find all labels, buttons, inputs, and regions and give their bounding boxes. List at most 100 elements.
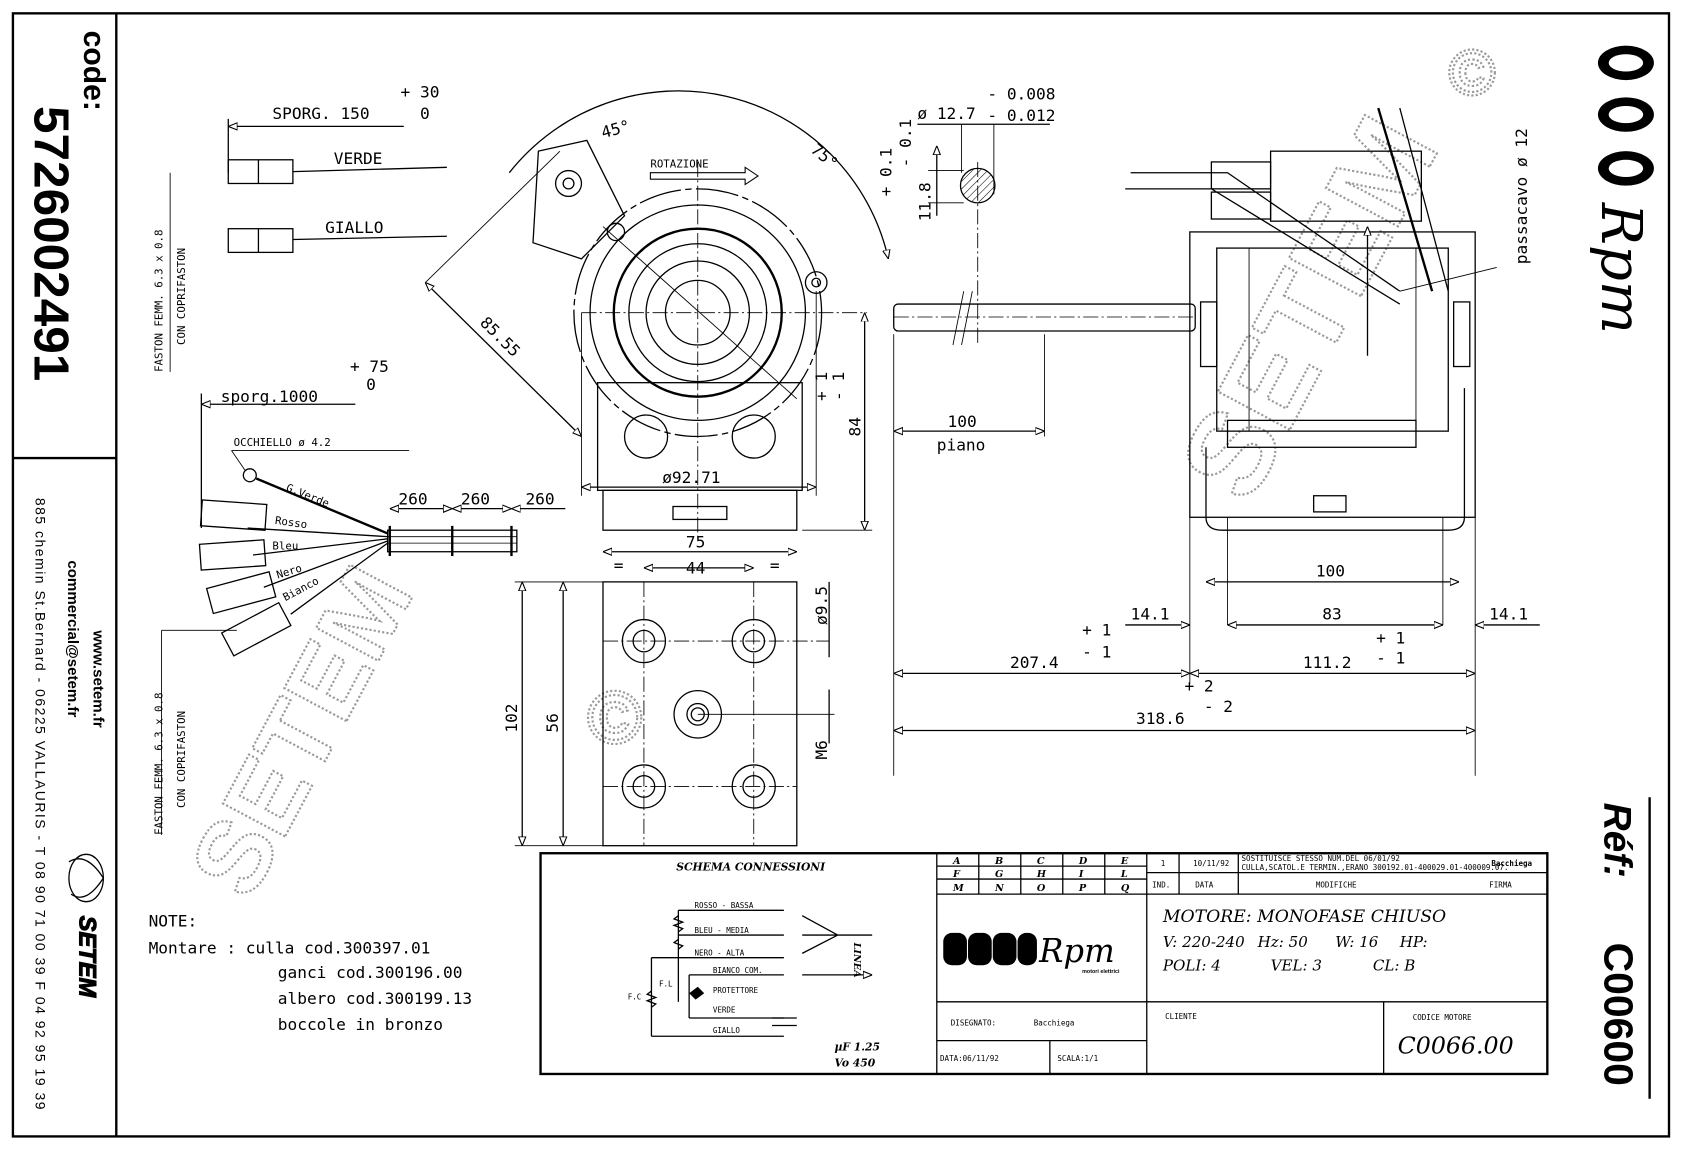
grid-cell: C [1037, 856, 1045, 867]
eyelet-icon [242, 468, 257, 483]
sporg-1000-tol-minus: 0 [366, 375, 376, 394]
faston-rosso [199, 499, 268, 531]
wire-nero: Nero [275, 562, 304, 582]
schema-title: SCHEMA CONNESSIONI [676, 860, 826, 873]
website: www.setem.fr [90, 629, 107, 728]
grid-cell: H [1036, 869, 1047, 880]
grid-cell: B [994, 856, 1003, 867]
faston-terminal-giallo [227, 228, 294, 254]
angle-45: 45° [599, 116, 632, 142]
grid-cell: F [952, 869, 961, 880]
disegnato-value: Bacchiega [1034, 1019, 1075, 1028]
notes-line-3: albero cod.300199.13 [278, 989, 472, 1008]
ref-label: Réf: [1595, 803, 1638, 878]
spec-voltage: V: 220-240 [1163, 933, 1245, 951]
equal-right: = [770, 556, 780, 575]
rpm-coils-icon [1597, 45, 1654, 186]
dim-318: 318.6 [1136, 709, 1185, 728]
notes-line-2: ganci cod.300196.00 [278, 963, 463, 982]
cliente-label: CLIENTE [1165, 1012, 1197, 1021]
piano-label: piano [937, 436, 986, 455]
sporg-150-label: SPORG. 150 [272, 104, 369, 123]
ref-value: C00600 [1595, 943, 1641, 1086]
height-tol-minus: - 1 [829, 372, 848, 401]
drawing-scale: SCALA:1/1 [1057, 1054, 1098, 1063]
passacavo-label: passacavo ø 12 [1512, 128, 1531, 264]
code-box: code: 5726002491 [23, 31, 110, 382]
shaft-tol-upper: - 0.008 [987, 84, 1055, 103]
rotation-label: ROTAZIONE [650, 157, 708, 170]
protector-icon [689, 986, 705, 1000]
faston-terminal-verde [227, 159, 294, 185]
wire-rosso: Rosso [274, 514, 308, 531]
sporg-1000-tol-plus: + 75 [350, 357, 389, 376]
grid-cell: O [1037, 883, 1046, 894]
rpm-brand-logo: Rpm [1588, 45, 1654, 334]
wire-giallo: GIALLO [325, 218, 383, 237]
flat-dim: 11.8 [915, 182, 934, 221]
setem-logo: SETEM [68, 853, 105, 999]
faston-label-bundle: FASTON FEMM. 6.3 x 0.8 [153, 693, 166, 835]
rev-mod-line-2: CULLA,SCATOL.E TERMIN.,ERANO 300192.01-4… [1242, 863, 1509, 872]
title-block: SCHEMA CONNESSIONI ROSSO - BASSA BLEU - … [539, 852, 1549, 1076]
shaft-tol-lower: - 0.012 [987, 106, 1055, 125]
address: 885 chemin St.Bernard - 06225 VALLAURIS … [33, 498, 49, 1110]
thread-size: M6 [812, 740, 831, 759]
schema-linea: LINEA [851, 942, 862, 979]
grid-cell: G [995, 869, 1003, 880]
grid-cell: M [952, 883, 964, 894]
hole-diameter: ø9.5 [812, 586, 831, 625]
setem-logo-text: SETEM [74, 916, 100, 999]
rpm-coils-icon [943, 932, 1037, 966]
faston-bleu [198, 539, 267, 571]
plate-inner: 44 [686, 558, 705, 577]
rev-ind: 1 [1161, 859, 1166, 868]
motor-title: MOTORE: MONOFASE CHIUSO [1162, 907, 1446, 927]
codice-motore-value: C0066.00 [1398, 1032, 1514, 1060]
grid-cell: E [1120, 856, 1129, 867]
grid-cell: N [994, 883, 1005, 894]
flat-tol-plus: + 0.1 [877, 148, 896, 197]
watermark-symbol-1: © [1448, 37, 1496, 109]
dim-14-left: 14.1 [1131, 605, 1170, 624]
drawing-border [11, 12, 1671, 1138]
disegnato-label: DISEGNATO: [951, 1019, 996, 1028]
tie-spacing-1: 260 [398, 489, 427, 508]
sporg-1000-label: sporg.1000 [221, 387, 318, 406]
mounting-plate [602, 581, 798, 847]
setem-logo-icon [68, 853, 105, 903]
diameter-dim: ø92.71 [662, 468, 720, 487]
spec-hp: HP: [1399, 933, 1428, 951]
dim-111: 111.2 [1303, 653, 1352, 672]
rev-firma: Bacchiega [1491, 859, 1532, 868]
dim-207-tol-plus: + 1 [1082, 621, 1111, 640]
plate-holes [621, 618, 776, 809]
spec-class: CL: B [1373, 957, 1415, 975]
plate-spacing: 56 [543, 713, 562, 732]
sporg-150-tol-plus: + 30 [401, 82, 440, 101]
code-value: 5726002491 [23, 106, 78, 381]
grid-cell: L [1120, 869, 1128, 880]
connection-schema: SCHEMA CONNESSIONI ROSSO - BASSA BLEU - … [628, 860, 880, 1069]
side-view: passacavo ø 12 100 14.1 83 14.1 207.4 + … [893, 107, 1540, 776]
equal-left: = [614, 556, 624, 575]
height-dim: 84 [845, 417, 864, 436]
codice-motore-label: CODICE MOTORE [1413, 1013, 1472, 1022]
email: commercial@setem.fr [64, 560, 81, 717]
contact-info: www.setem.fr commercial@setem.fr 885 che… [33, 498, 107, 1110]
schema-rosso: ROSSO - BASSA [695, 901, 754, 910]
header-ind: IND. [1152, 881, 1170, 890]
height-tol-plus: + 1 [812, 372, 831, 401]
grid-cell: P [1078, 883, 1087, 894]
rev-mod-line-1: SOSTITUISCE STESSO NUM.DEL 06/01/92 [1242, 854, 1400, 863]
sporg-150-tol-minus: 0 [420, 104, 430, 123]
dim-207: 207.4 [1010, 653, 1059, 672]
watermark-center: SETEM [1155, 97, 1463, 519]
rpm-logo-text: Rpm [1588, 202, 1653, 334]
shaft-diameter: ø 12.7 [917, 104, 975, 123]
spec-speeds: VEL: 3 [1271, 957, 1322, 975]
faston-bianco [220, 601, 292, 657]
faston-label-top: FASTON FEMM. 6.3 x 0.8 [153, 230, 166, 372]
revision-table: 1 10/11/92 SOSTITUISCE STESSO NUM.DEL 06… [1146, 853, 1548, 895]
